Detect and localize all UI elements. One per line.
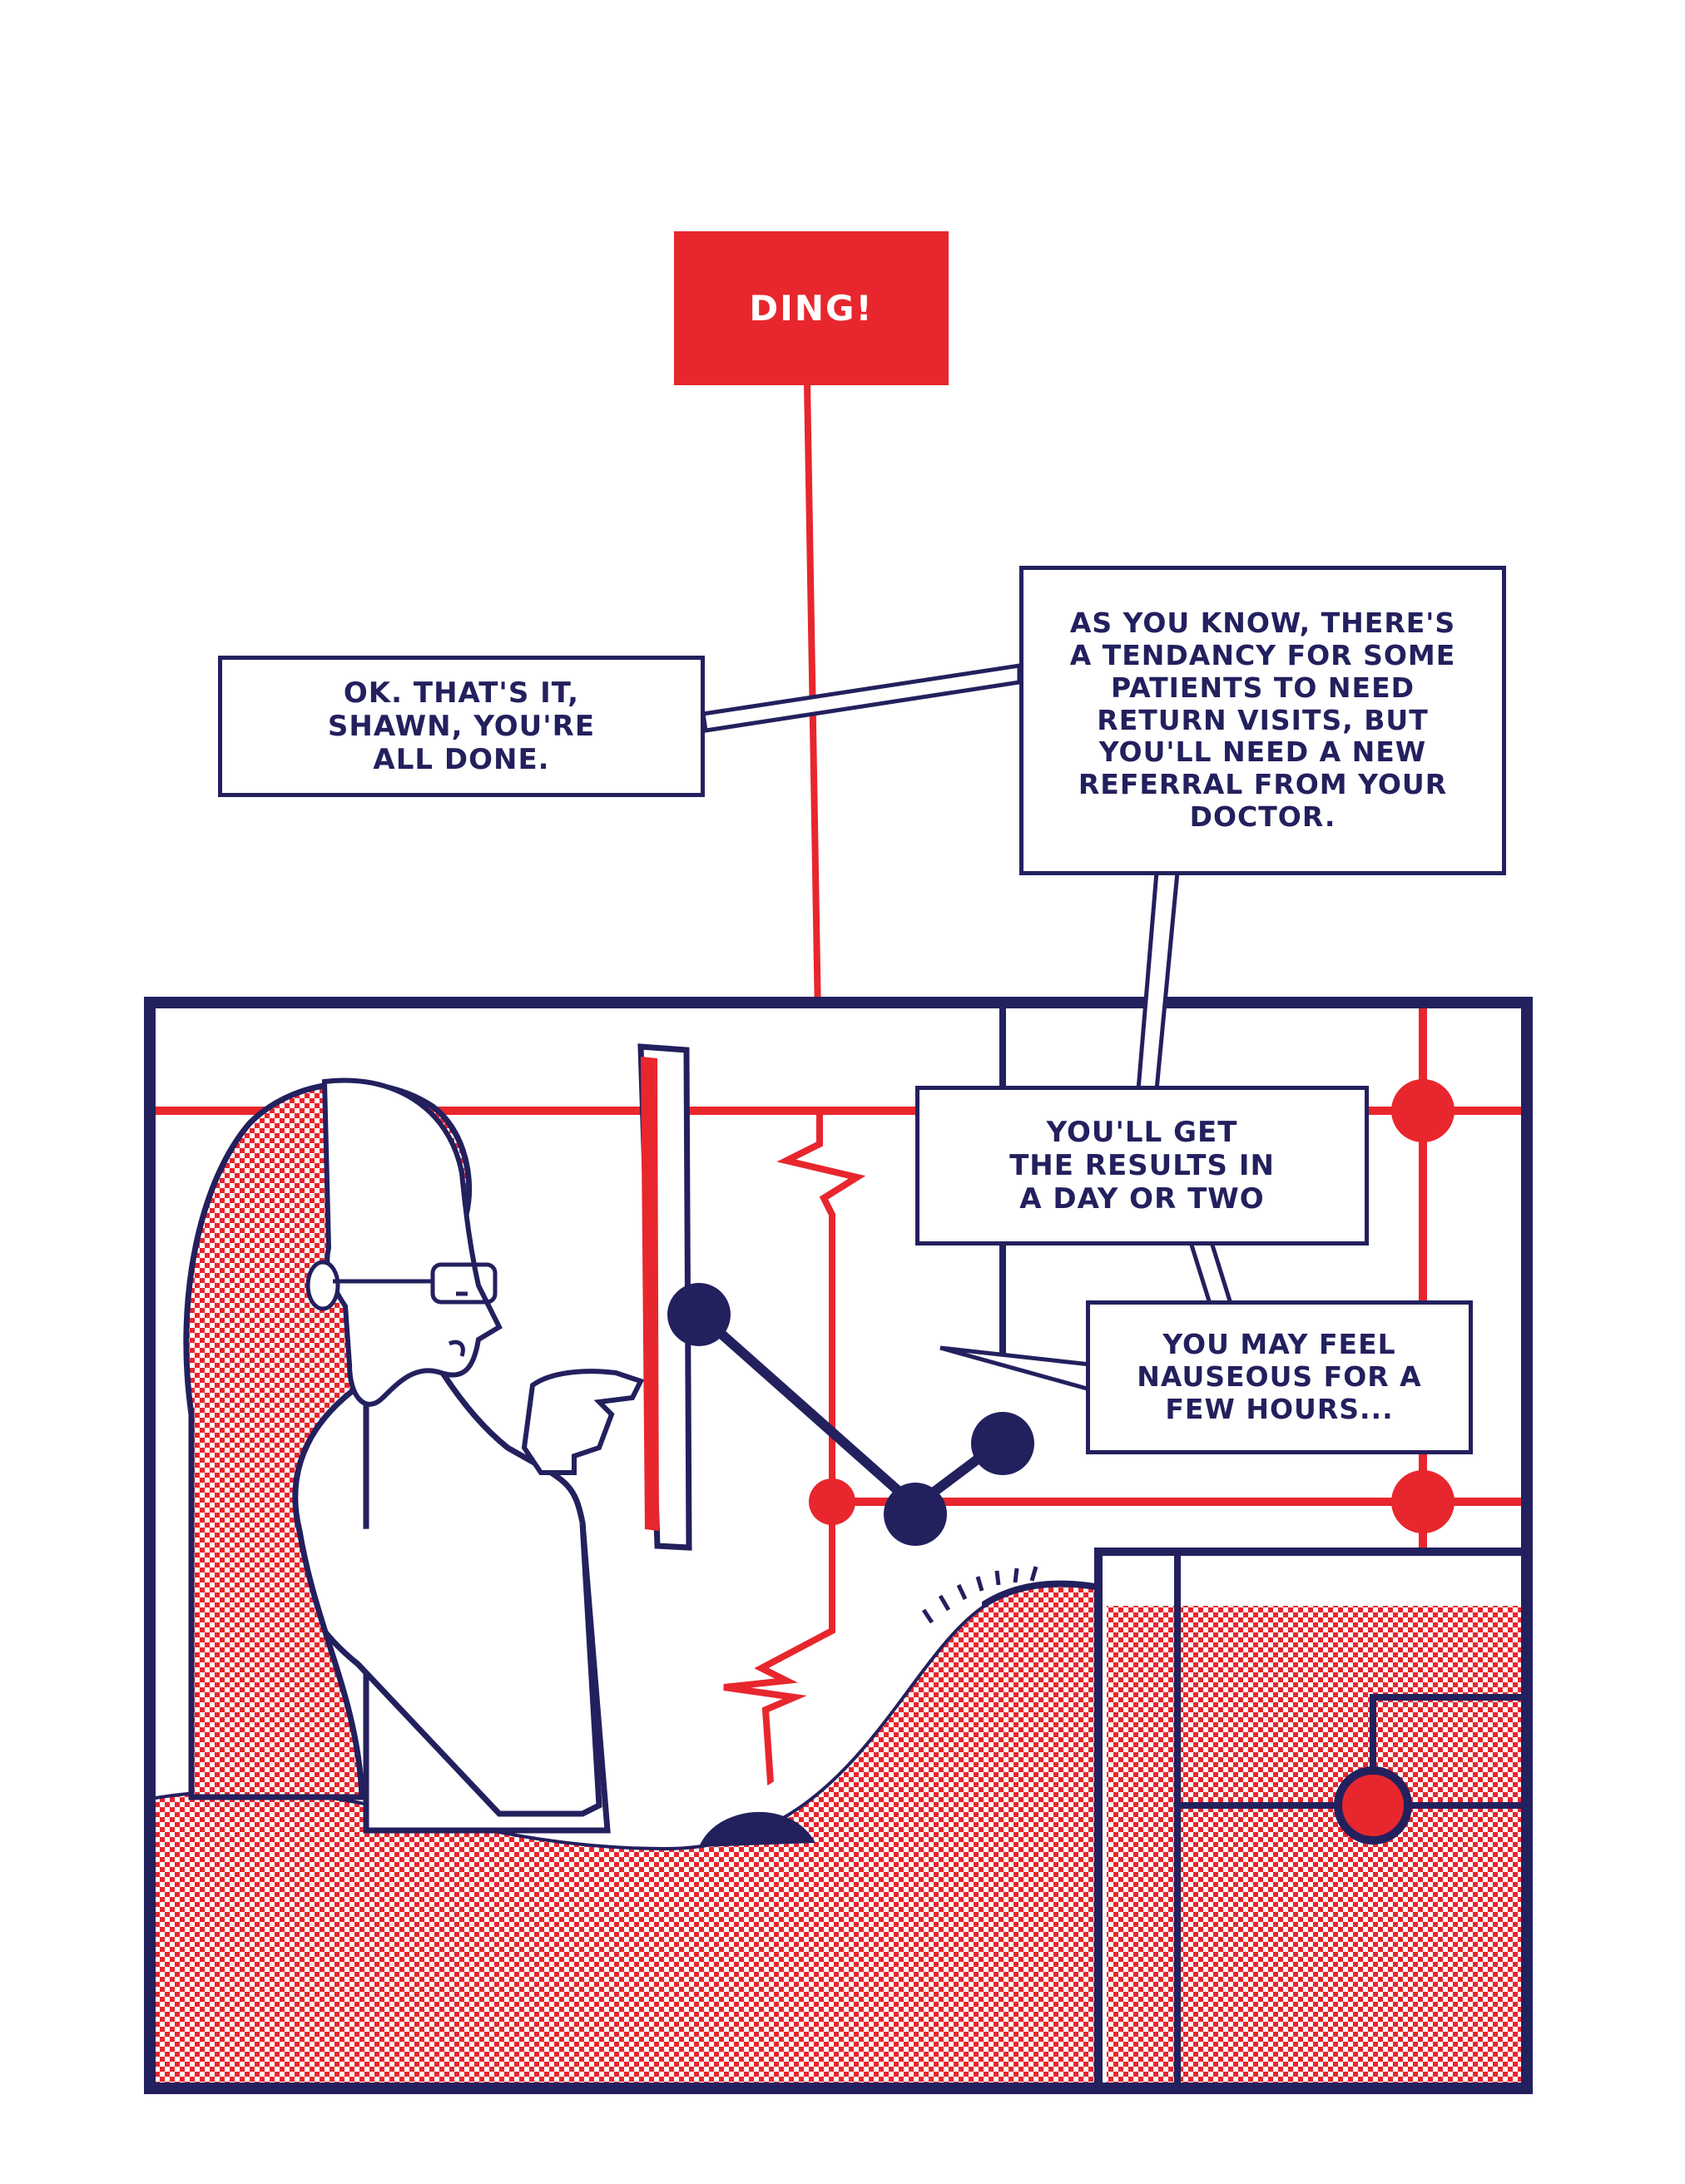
doctor-mouth (448, 1340, 465, 1357)
ding-signal-line (804, 382, 823, 1116)
speech-balloon-done: OK. THAT'S IT, SHAWN, YOU'RE ALL DONE. (218, 656, 705, 797)
doctor-hand (521, 1369, 645, 1475)
arm-joint-middle (884, 1483, 947, 1546)
robotic-arm (667, 1283, 1034, 1847)
red-node-left (809, 1478, 855, 1525)
balloon-connector (701, 663, 1022, 733)
panel-frame (144, 997, 1533, 2094)
cabinet (1094, 1548, 1527, 2088)
cabinet-knob (1334, 1766, 1412, 1845)
red-zigzag-wire (723, 1111, 866, 1831)
speech-balloon-nauseous: YOU MAY FEEL NAUSEOUS FOR A FEW HOURS... (1086, 1300, 1473, 1454)
doctor-glasses (333, 1262, 498, 1305)
arm-joint-right (971, 1412, 1034, 1475)
red-node-middle-right (1391, 1470, 1455, 1533)
speech-balloon-return-visits: AS YOU KNOW, THERE'S A TENDANCY FOR SOME… (1019, 566, 1506, 875)
speech-balloon-results: YOU'LL GET THE RESULTS IN A DAY OR TWO (915, 1086, 1369, 1246)
red-node-top-right (1391, 1079, 1455, 1142)
patient-hair (921, 1566, 1038, 1624)
ding-sound-effect: DING! (674, 231, 949, 385)
doctor-ear (305, 1260, 340, 1311)
monitor (637, 1043, 692, 1551)
doctor-face (321, 1077, 503, 1407)
arm-base (699, 1811, 815, 1847)
